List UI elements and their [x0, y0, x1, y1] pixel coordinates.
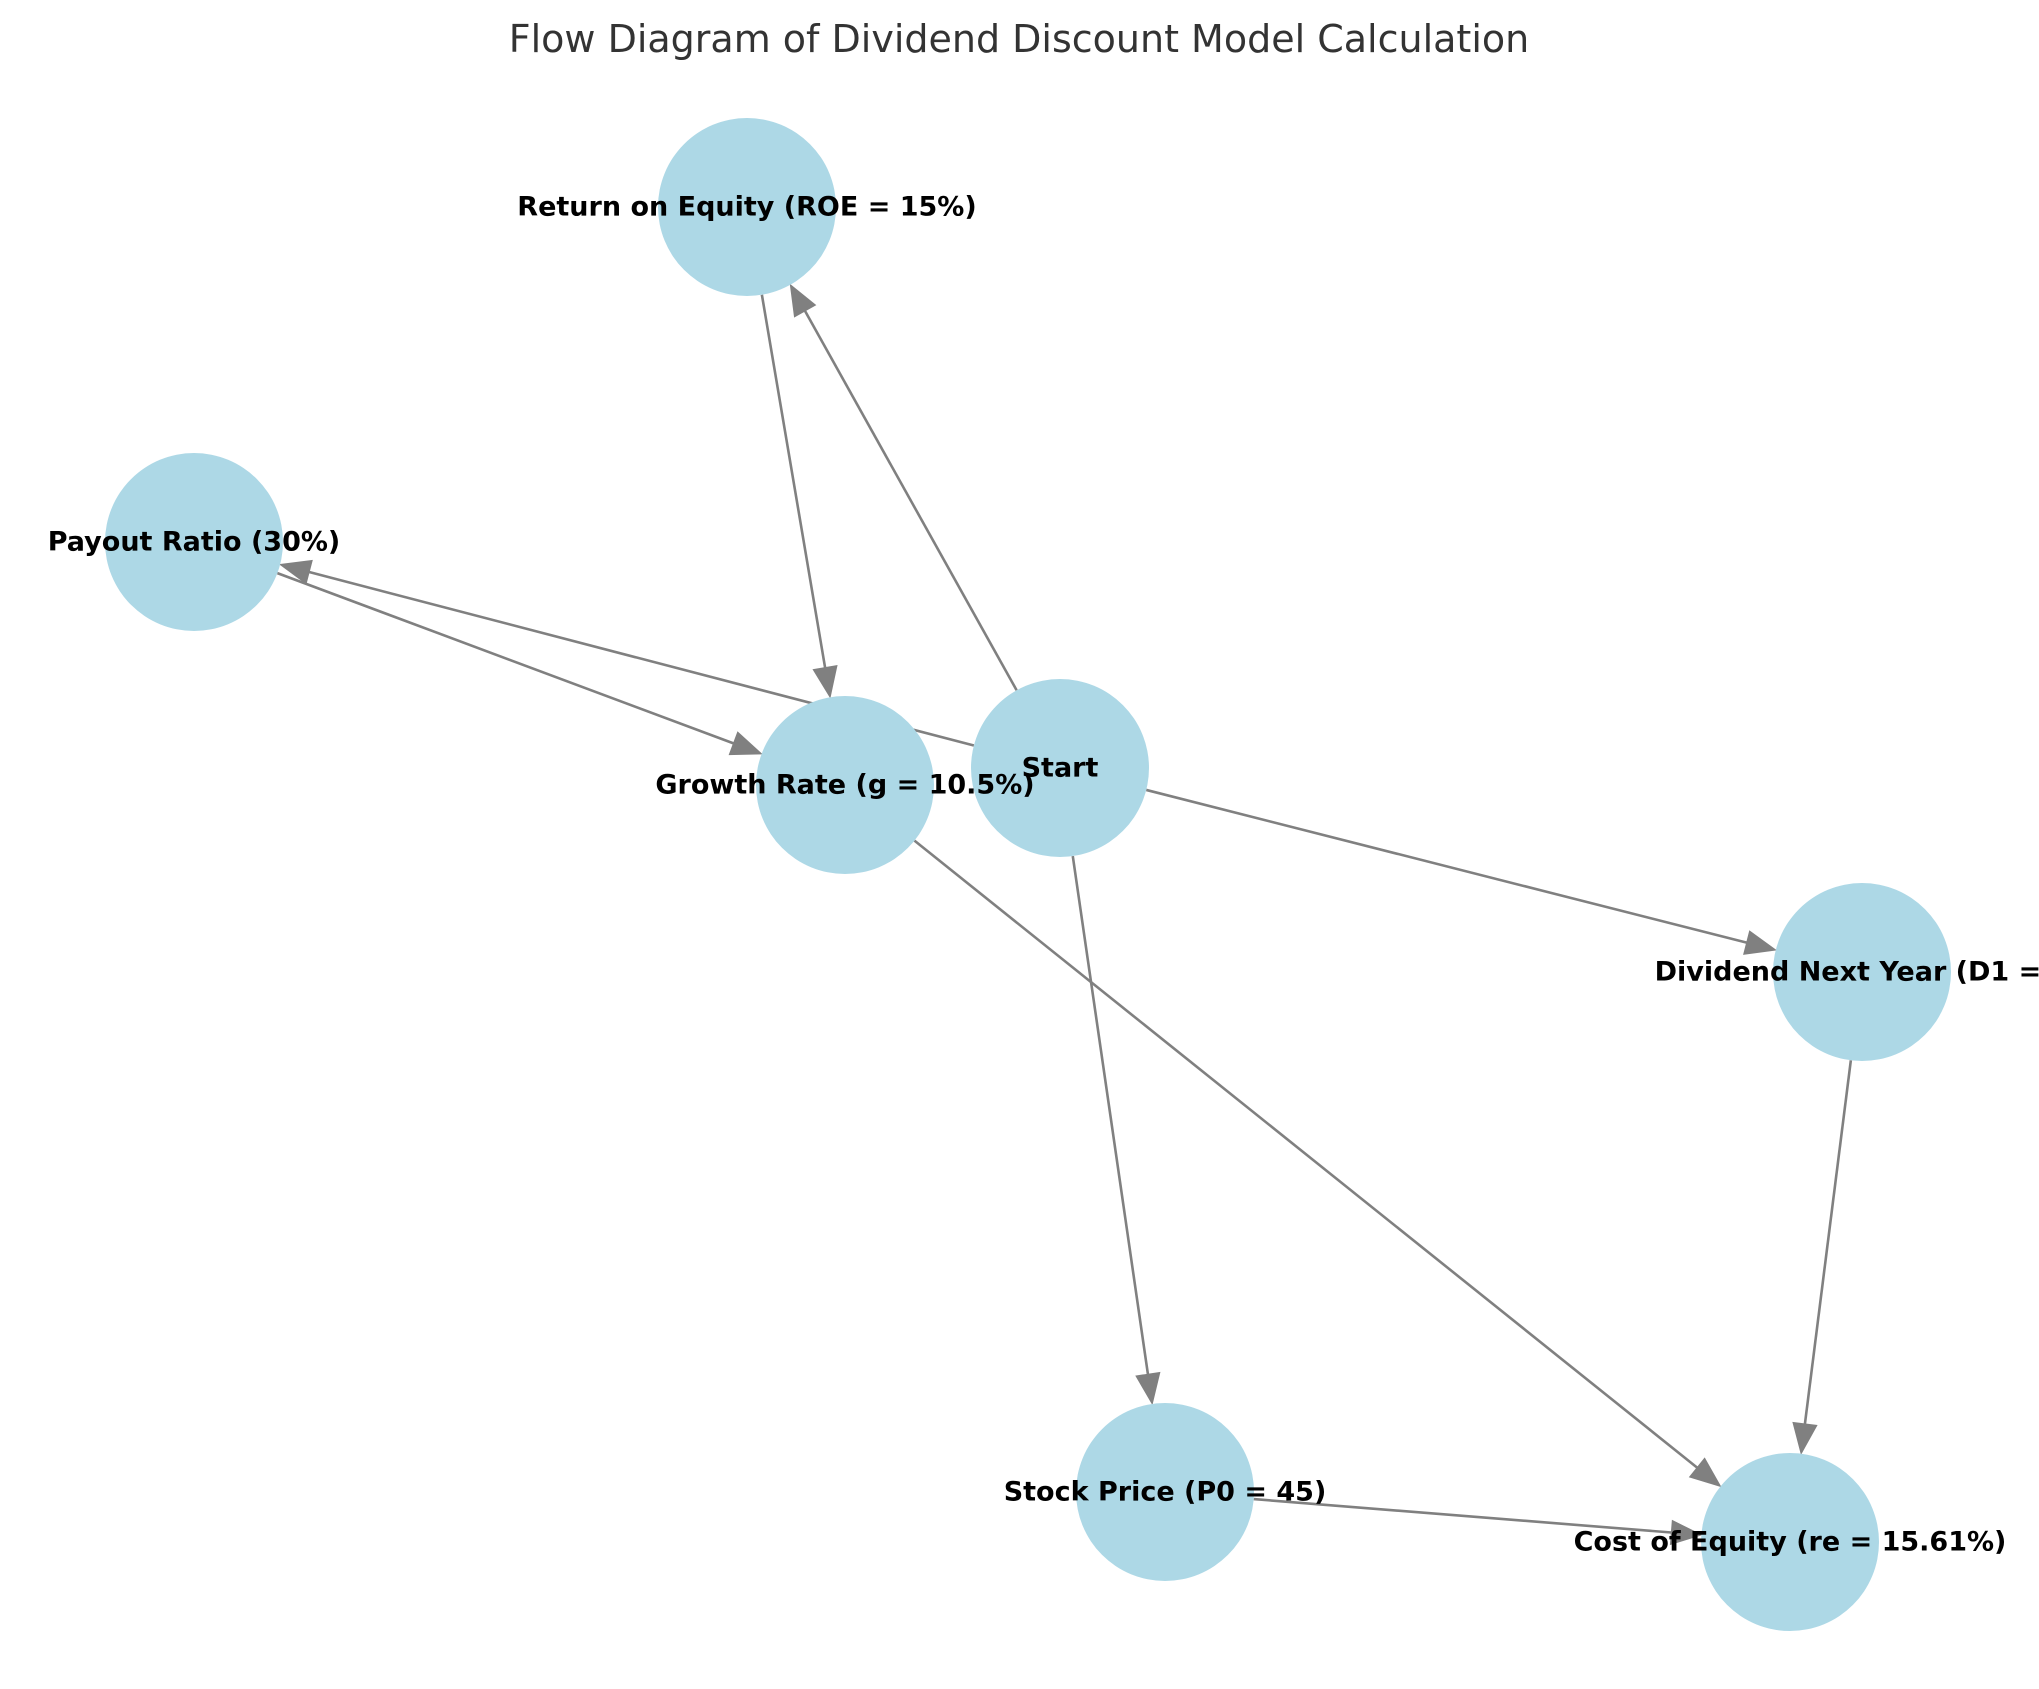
arrowhead-icon — [789, 283, 817, 318]
edge-line — [1071, 855, 1150, 1375]
edge-dividend-to-cost — [1792, 1060, 1853, 1456]
arrowhead-icon — [1688, 1457, 1722, 1488]
labels-layer: Start Return on Equity (ROE = 15%) Payout … — [48, 192, 2039, 1558]
node-label-roe: Return on Equity (ROE = 15%) — [517, 192, 976, 223]
edge-growth-to-cost — [913, 839, 1722, 1488]
edge-line — [760, 294, 827, 668]
edge-start-to-dividend — [1145, 788, 1778, 955]
node-label-cost: Cost of Equity (re = 15.61%) — [1574, 1527, 2007, 1558]
node-cost — [1701, 1453, 1879, 1631]
edge-start-to-roe — [789, 283, 1018, 691]
edges-layer — [276, 283, 1853, 1546]
arrowhead-icon — [1135, 1371, 1161, 1406]
edge-line — [1803, 1060, 1853, 1425]
node-label-start: Start — [1022, 753, 1099, 784]
edge-payout-to-growth — [276, 571, 763, 756]
edge-line — [1145, 788, 1747, 944]
node-payout — [105, 453, 283, 631]
arrowhead-icon — [1792, 1421, 1818, 1456]
node-label-payout: Payout Ratio (30%) — [48, 527, 341, 558]
arrowhead-icon — [1669, 1519, 1703, 1546]
nodes-layer — [105, 118, 1951, 1631]
node-roe — [658, 118, 836, 296]
node-label-growth: Growth Rate (g = 10.5%) — [655, 770, 1034, 801]
arrowhead-icon — [278, 559, 313, 585]
edge-line — [276, 571, 734, 745]
node-price — [1076, 1403, 1254, 1581]
arrowhead-icon — [812, 665, 838, 699]
node-label-dividend: Dividend Next Year (D1 = 2 — [1655, 957, 2039, 988]
arrowhead-icon — [728, 731, 763, 756]
edge-line — [913, 839, 1698, 1469]
edge-price-to-cost — [1253, 1497, 1703, 1546]
arrowhead-icon — [1743, 930, 1778, 955]
diagram-title: Flow Diagram of Dividend Discount Model … — [509, 17, 1529, 61]
edge-start-to-price — [1071, 855, 1161, 1406]
node-dividend — [1773, 883, 1951, 1061]
edge-line — [1253, 1497, 1672, 1534]
edge-roe-to-growth — [760, 294, 838, 699]
node-start — [971, 679, 1149, 857]
edge-line — [803, 310, 1018, 691]
node-label-price: Stock Price (P0 = 45) — [1004, 1477, 1327, 1508]
node-growth — [756, 696, 934, 874]
